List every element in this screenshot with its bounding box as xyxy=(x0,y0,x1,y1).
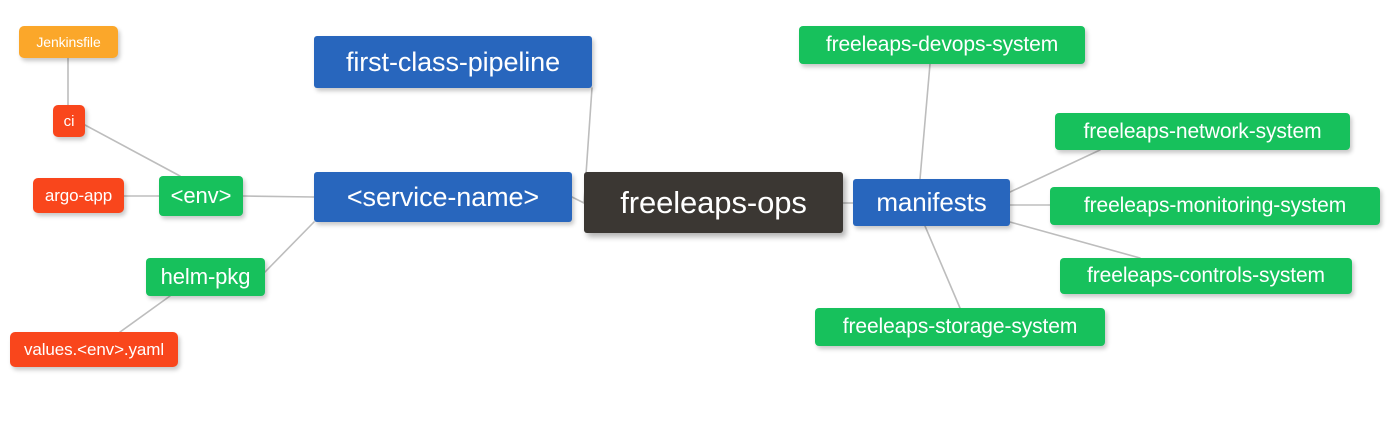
node-label: first-class-pipeline xyxy=(345,46,561,77)
edge-service-name-to-env xyxy=(242,195,315,198)
node-label: ci xyxy=(63,112,75,130)
node-manifests[interactable]: manifests xyxy=(853,179,1010,226)
node-label: freeleaps-controls-system xyxy=(1087,264,1325,287)
node-label: freeleaps-devops-system xyxy=(825,33,1059,56)
node-argo-app[interactable]: argo-app xyxy=(33,178,124,213)
node-env[interactable]: <env> xyxy=(159,176,243,216)
edge-manifests-to-controls-system xyxy=(1009,221,1141,259)
node-monitoring-system[interactable]: freeleaps-monitoring-system xyxy=(1050,187,1380,225)
edge-helm-pkg-to-values-yaml xyxy=(119,295,171,333)
node-label: Jenkinsfile xyxy=(36,34,101,50)
node-label: values.<env>.yaml xyxy=(23,339,165,359)
node-jenkinsfile[interactable]: Jenkinsfile xyxy=(19,26,118,58)
node-root[interactable]: freeleaps-ops xyxy=(584,172,843,233)
node-helm-pkg[interactable]: helm-pkg xyxy=(146,258,265,296)
node-label: <env> xyxy=(170,183,232,208)
edge-manifests-to-storage-system xyxy=(924,225,961,309)
node-label: freeleaps-network-system xyxy=(1083,119,1322,143)
node-label: freeleaps-ops xyxy=(620,184,807,220)
node-ci[interactable]: ci xyxy=(53,105,85,137)
edge-manifests-to-devops-system xyxy=(919,63,931,180)
node-values-yaml[interactable]: values.<env>.yaml xyxy=(10,332,178,367)
edge-manifests-to-network-system xyxy=(1009,149,1101,193)
node-label: freeleaps-storage-system xyxy=(842,315,1078,338)
node-service-name[interactable]: <service-name> xyxy=(314,172,572,222)
node-label: freeleaps-monitoring-system xyxy=(1083,194,1347,217)
node-controls-system[interactable]: freeleaps-controls-system xyxy=(1060,258,1352,294)
edge-root-to-service-name xyxy=(571,196,585,204)
node-devops-system[interactable]: freeleaps-devops-system xyxy=(799,26,1085,64)
node-network-system[interactable]: freeleaps-network-system xyxy=(1055,113,1350,150)
node-label: helm-pkg xyxy=(160,264,251,289)
node-storage-system[interactable]: freeleaps-storage-system xyxy=(815,308,1105,346)
edge-env-to-ci xyxy=(84,124,181,177)
node-label: <service-name> xyxy=(346,181,540,212)
node-first-class-pipeline[interactable]: first-class-pipeline xyxy=(314,36,592,88)
edge-service-name-to-helm-pkg xyxy=(264,221,315,273)
node-label: argo-app xyxy=(44,185,113,205)
node-label: manifests xyxy=(876,187,987,217)
